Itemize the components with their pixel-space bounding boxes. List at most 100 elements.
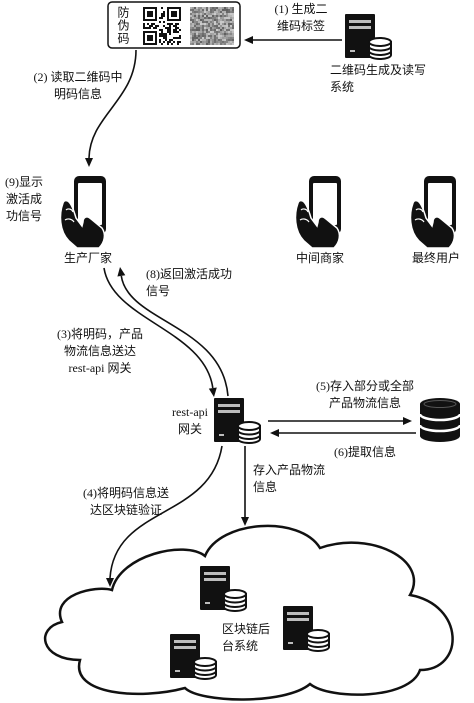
qr-module <box>175 23 177 25</box>
noise-cell <box>230 21 232 23</box>
noise-cell <box>214 25 216 27</box>
qr-module <box>159 39 161 41</box>
noise-cell <box>202 37 204 39</box>
noise-cell <box>224 39 226 41</box>
noise-cell <box>210 39 212 41</box>
noise-cell <box>208 13 210 15</box>
qr-module <box>147 43 149 45</box>
noise-cell <box>224 21 226 23</box>
noise-cell <box>232 39 234 41</box>
step3-line: 物流信息送达 <box>63 344 136 358</box>
noise-cell <box>196 15 198 17</box>
noise-cell <box>198 19 200 21</box>
qr-module <box>161 33 163 35</box>
step2-label: (2) 读取二维码中 明码信息 <box>30 69 126 103</box>
noise-cell <box>222 9 224 11</box>
noise-cell <box>214 39 216 41</box>
noise-cell <box>232 7 234 9</box>
noise-cell <box>194 25 196 27</box>
qr-module <box>155 15 157 17</box>
qr-module <box>143 39 145 41</box>
qr-module <box>145 27 147 29</box>
noise-cell <box>202 41 204 43</box>
step5-line: (5)存入部分或全部 <box>316 379 414 393</box>
noise-cell <box>222 15 224 17</box>
qr-module <box>145 7 147 9</box>
noise-cell <box>206 11 208 13</box>
noise-cell <box>222 41 224 43</box>
noise-cell <box>202 15 204 17</box>
qr-module <box>167 27 169 29</box>
noise-cell <box>192 35 194 37</box>
noise-cell <box>224 7 226 9</box>
noise-cell <box>206 35 208 37</box>
qr-module <box>177 31 179 33</box>
noise-cell <box>230 39 232 41</box>
noise-cell <box>212 13 214 15</box>
noise-cell <box>216 21 218 23</box>
noise-cell <box>230 41 232 43</box>
qr-module <box>177 41 179 43</box>
noise-cell <box>196 31 198 33</box>
noise-cell <box>228 43 230 45</box>
noise-cell <box>196 35 198 37</box>
noise-cell <box>198 21 200 23</box>
noise-cell <box>210 21 212 23</box>
noise-cell <box>206 15 208 17</box>
noise-cell <box>228 11 230 13</box>
qr-module <box>143 37 145 39</box>
noise-cell <box>204 37 206 39</box>
noise-cell <box>212 7 214 9</box>
noise-cell <box>218 25 220 27</box>
noise-cell <box>190 43 192 45</box>
qr-module <box>177 43 179 45</box>
noise-cell <box>224 13 226 15</box>
qr-module <box>163 11 165 13</box>
qr-module <box>163 13 165 15</box>
qr-module <box>157 25 159 27</box>
qr-module <box>153 7 155 9</box>
step3-line: (3)将明码，产品 <box>57 327 143 341</box>
qr-module <box>179 29 181 31</box>
manufacturer-phone-icon <box>59 175 107 249</box>
qr-module <box>169 39 171 41</box>
noise-cell <box>210 29 212 31</box>
noise-cell <box>206 19 208 21</box>
noise-cell <box>230 29 232 31</box>
qr-module <box>153 31 155 33</box>
noise-cell <box>218 37 220 39</box>
qr-module <box>167 13 169 15</box>
middleman-label: 中间商家 <box>295 251 344 265</box>
noise-cell <box>210 19 212 21</box>
noise-cell <box>208 37 210 39</box>
qr-module <box>147 11 149 13</box>
qr-module <box>165 37 167 39</box>
qr-module <box>159 35 161 37</box>
noise-cell <box>218 19 220 21</box>
qr-module <box>177 27 179 29</box>
qr-module <box>179 35 181 37</box>
end-user-phone-icon <box>409 175 457 249</box>
noise-cell <box>206 39 208 41</box>
qr-code <box>143 7 181 45</box>
qr-module <box>149 39 151 41</box>
noise-cell <box>190 21 192 23</box>
noise-cell <box>228 21 230 23</box>
noise-cell <box>214 31 216 33</box>
noise-cell <box>232 31 234 33</box>
qr-module <box>147 19 149 21</box>
noise-cell <box>196 39 198 41</box>
noise-cell <box>202 23 204 25</box>
step4-line: 达区块链验证 <box>89 503 162 517</box>
noise-cell <box>206 33 208 35</box>
noise-cell <box>222 35 224 37</box>
noise-cell <box>222 39 224 41</box>
qr-module <box>143 35 145 37</box>
qr-system-line: 系统 <box>330 80 355 94</box>
step4-line: (4)将明码信息送 <box>83 486 169 500</box>
step1-line: (1) 生成二 <box>274 2 328 16</box>
qr-module <box>143 11 145 13</box>
noise-cell <box>202 11 204 13</box>
noise-cell <box>206 21 208 23</box>
